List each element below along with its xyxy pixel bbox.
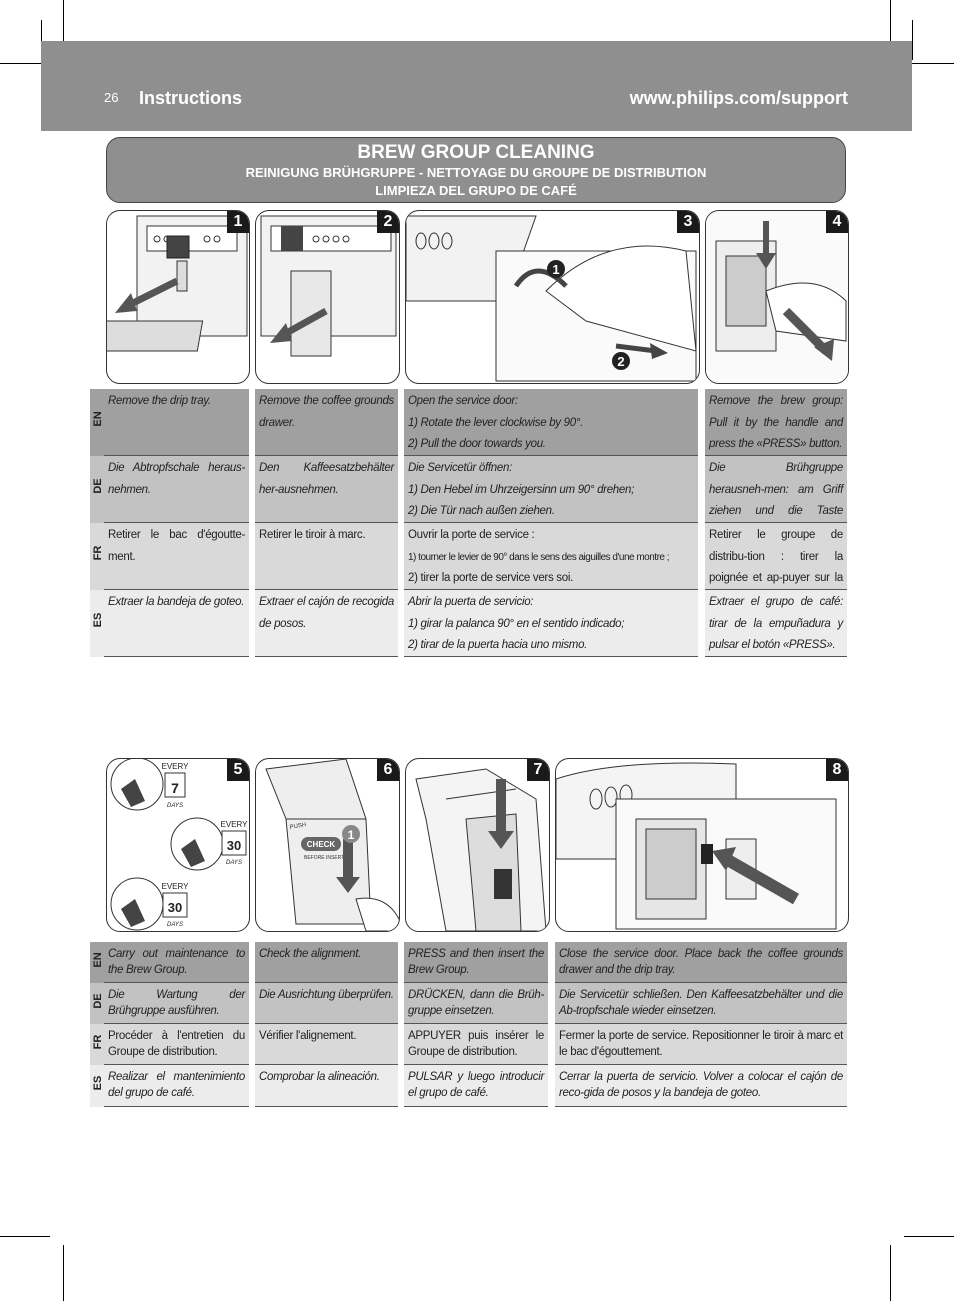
instruction-fr-7: APPUYER puis insérer le Groupe de distri… — [404, 1024, 548, 1065]
reinsert-brew-group-icon — [556, 762, 837, 930]
instruction-de-6: Die Ausrichtung überprüfen. — [255, 983, 398, 1024]
brew-group-removal-icon — [706, 211, 848, 383]
instruction-es-7: PULSAR y luego introducir el grupo de ca… — [404, 1065, 548, 1107]
interval-days: 7 — [171, 780, 179, 796]
days-label: DAYS — [167, 803, 183, 809]
instruction-en-5: Carry out maintenance to the Brew Group. — [104, 942, 249, 983]
step-2-illustration: 2 — [255, 210, 400, 384]
coffee-machine-drip-tray-icon — [107, 215, 248, 352]
section-banner: BREW GROUP CLEANING REINIGUNG BRÜHGRUPPE… — [106, 137, 846, 203]
instruction-de-4: Die Brühgruppe herausneh-men: am Griff z… — [705, 456, 847, 539]
instruction-es-4: Extraer el grupo de café: tirar de la em… — [705, 590, 847, 657]
step-number: 7 — [527, 759, 549, 781]
step-7-illustration: 7 — [405, 758, 550, 932]
brew-group-press-icon — [415, 768, 547, 931]
step-8-illustration: 8 — [555, 758, 849, 932]
every-label: EVERY — [162, 882, 190, 891]
instruction-de-3: Die Servicetür öffnen:1) Den Hebel im Uh… — [404, 456, 698, 523]
page-header — [41, 41, 912, 131]
step-3-illustration: 1 2 3 — [405, 210, 700, 384]
days-label: DAYS — [226, 860, 242, 866]
instruction-en-7: PRESS and then insert the Brew Group. — [404, 942, 548, 983]
instruction-en-3: Open the service door:1) Rotate the leve… — [404, 389, 698, 456]
instruction-es-1: Extraer la bandeja de goteo. — [104, 590, 249, 657]
lang-label-de: DE — [90, 456, 106, 523]
instruction-fr-3: Ouvrir la porte de service :1) tourner l… — [404, 523, 698, 590]
step-number: 5 — [227, 759, 249, 781]
step-4-illustration: 4 — [705, 210, 849, 384]
service-door-lever-icon: 1 2 — [406, 215, 697, 382]
before-inserting-label: BEFORE INSERTING — [304, 855, 353, 861]
instruction-es-3: Abrir la puerta de servicio:1) girar la … — [404, 590, 698, 657]
section-subtitle-2: LIMPIEZA DEL GRUPO DE CAFÉ — [375, 183, 577, 198]
instruction-es-8: Cerrar la puerta de servicio. Volver a c… — [555, 1065, 847, 1107]
step-1-illustration: 1 — [106, 210, 250, 384]
alignment-check-icon: PUSH CHECK BEFORE INSERTING 1 — [265, 759, 399, 931]
step-number: 2 — [377, 211, 399, 233]
instruction-en-6: Check the alignment. — [255, 942, 398, 983]
section-subtitle-1: REINIGUNG BRÜHGRUPPE - NETTOYAGE DU GROU… — [245, 165, 707, 180]
interval-days: 30 — [168, 900, 182, 915]
check-label: CHECK — [307, 840, 336, 849]
every-label: EVERY — [221, 820, 249, 829]
instruction-de-1: Die Abtropfschale heraus-nehmen. — [104, 456, 249, 523]
lang-label-fr: FR — [90, 523, 106, 590]
step-number: 6 — [377, 759, 399, 781]
every-label: EVERY — [162, 762, 190, 771]
lang-label-es: ES — [90, 590, 106, 657]
section-title: BREW GROUP CLEANING — [357, 142, 595, 163]
instruction-es-6: Comprobar la alineación. — [255, 1065, 398, 1107]
lang-label-de: DE — [90, 983, 106, 1024]
header-title: Instructions — [139, 88, 243, 108]
instruction-de-7: DRÜCKEN, dann die Brüh-gruppe einsetzen. — [404, 983, 548, 1024]
coffee-grounds-drawer-icon — [260, 215, 397, 357]
step-number: 3 — [677, 211, 699, 233]
instruction-en-4: Remove the brew group: Pull it by the ha… — [705, 389, 847, 456]
step-number: 4 — [826, 211, 848, 233]
instruction-en-8: Close the service door. Place back the c… — [555, 942, 847, 983]
callout-1: 1 — [552, 262, 559, 277]
callout-2: 2 — [617, 354, 624, 369]
lang-label-fr: FR — [90, 1024, 106, 1065]
days-label: DAYS — [167, 922, 183, 928]
lang-label-en: EN — [90, 389, 106, 456]
instruction-fr-1: Retirer le bac d'égoutte-ment. — [104, 523, 249, 590]
interval-days: 30 — [227, 838, 241, 853]
step-number: 8 — [826, 759, 848, 781]
instruction-en-1: Remove the drip tray. — [104, 389, 249, 456]
instruction-fr-2: Retirer le tiroir à marc. — [255, 523, 398, 590]
instruction-es-5: Realizar el mantenimiento del grupo de c… — [104, 1065, 249, 1107]
instruction-fr-8: Fermer la porte de service. Repositionne… — [555, 1024, 847, 1065]
step-5-illustration: EVERY 7 DAYS EVERY 30 DAYS EVERY 30 DAYS… — [106, 758, 250, 932]
step-6-illustration: PUSH CHECK BEFORE INSERTING 1 6 — [255, 758, 400, 932]
instruction-de-2: Den Kaffeesatzbehälter her-ausnehmen. — [255, 456, 398, 523]
instruction-fr-4: Retirer le groupe de distribu-tion : tir… — [705, 523, 847, 606]
maintenance-schedule-icon: EVERY 7 DAYS EVERY 30 DAYS EVERY 30 DAYS — [110, 759, 249, 931]
instruction-en-2: Remove the coffee grounds drawer. — [255, 389, 398, 456]
instruction-de-8: Die Servicetür schließen. Den Kaffeesatz… — [555, 983, 847, 1024]
callout-1: 1 — [348, 828, 355, 842]
instruction-es-2: Extraer el cajón de recogida de posos. — [255, 590, 398, 657]
lang-label-en: EN — [90, 942, 106, 983]
instruction-de-5: Die Wartung der Brühgruppe ausführen. — [104, 983, 249, 1024]
instruction-fr-6: Vérifier l'alignement. — [255, 1024, 398, 1065]
header-url[interactable]: www.philips.com/support — [629, 88, 848, 108]
instruction-fr-5: Procéder à l'entretien du Groupe de dist… — [104, 1024, 249, 1065]
lang-label-es: ES — [90, 1065, 106, 1107]
step-number: 1 — [227, 211, 249, 233]
page-number: 26 — [104, 90, 119, 105]
push-label: PUSH — [289, 822, 306, 831]
